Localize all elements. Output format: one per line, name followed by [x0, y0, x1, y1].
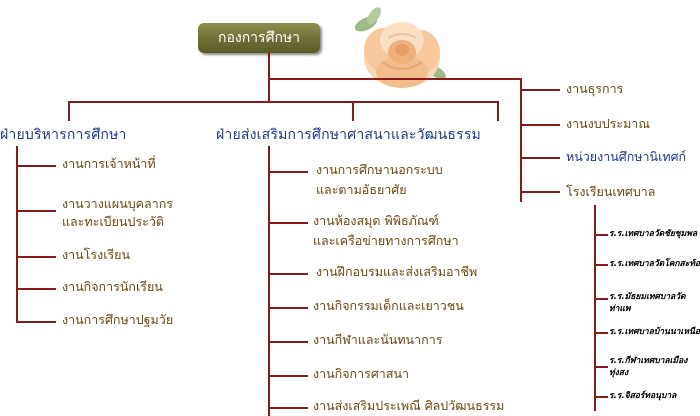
- school-item: ร.ร.เทศบาลวัดชัยชุมพล: [609, 229, 698, 239]
- admin-item: และทะเบียนประวัติ: [62, 214, 164, 229]
- promotion-tick-6: [268, 375, 308, 377]
- admin-item: งานโรงเรียน: [62, 247, 131, 262]
- connector-promotion-drop: [352, 101, 354, 121]
- school-item: ร.ร.จิสอร์ทอนุบาล: [609, 391, 677, 401]
- admin-tick-5: [16, 321, 56, 323]
- admin-item: งานวางแผนบุคลากร: [62, 196, 173, 211]
- promotion-tick-5: [268, 341, 308, 343]
- connector-right-branch: [268, 78, 522, 80]
- promotion-item: งานกิจการศาสนา: [313, 366, 410, 381]
- school-tick-4: [594, 332, 608, 334]
- rose-icon: [354, 7, 446, 88]
- school-item: ร.ร.กีฬาเทศบาลเมือง: [609, 356, 688, 366]
- school-tick-6: [594, 396, 608, 398]
- admin-spine: [16, 146, 18, 322]
- promotion-tick-3: [268, 273, 308, 275]
- right-spine: [520, 78, 522, 202]
- school-item: ร.ร.เทศบาลบ้านนาเหนือ: [609, 327, 700, 337]
- promotion-item: งานส่งเสริมประเพณี ศิลปวัฒนธรรม: [313, 398, 505, 413]
- school-item: ร.ร.เทศบาลวัดโคกสะท้อน: [609, 259, 700, 269]
- school-tick-1: [594, 234, 608, 236]
- admin-item: งานการศึกษาปฐมวัย: [62, 312, 174, 327]
- admin-item: งานกิจการนักเรียน: [62, 279, 163, 294]
- root-node: กองการศึกษา: [198, 23, 320, 53]
- school-item: ร.ร.มัธยมเทศบาลวัด: [609, 292, 686, 302]
- school-spine: [594, 205, 596, 411]
- school-item: ท่าแพ: [609, 304, 631, 314]
- promotion-tick-7: [268, 407, 308, 409]
- school-item: ทุ่งสง: [609, 368, 629, 378]
- promotion-tick-4: [268, 307, 308, 309]
- admin-tick-3: [16, 256, 56, 258]
- admin-tick-1: [16, 165, 56, 167]
- promotion-item: งานกิจกรรมเด็กและเยาวชน: [313, 298, 464, 313]
- promotion-branch-title: ฝ่ายส่งเสริมการศึกษาศาสนาและวัฒนธรรม: [216, 127, 481, 143]
- right-item: หน่วยงานศึกษานิเทศก์: [566, 149, 687, 164]
- right-tick-2: [520, 124, 560, 126]
- promotion-tick-2: [268, 222, 308, 224]
- connector-root-stem: [268, 78, 270, 102]
- right-tick-4: [520, 191, 560, 193]
- promotion-tick-1: [268, 171, 308, 173]
- promotion-spine: [268, 146, 270, 416]
- admin-item: งานการเจ้าหน้าที่: [62, 156, 156, 171]
- school-tick-2: [594, 264, 608, 266]
- promotion-item: งานการศึกษานอกระบบ: [316, 162, 443, 177]
- admin-branch-title: ฝ่ายบริหารการศึกษา: [0, 127, 127, 143]
- connector-root-down: [268, 53, 270, 79]
- right-tick-1: [520, 89, 560, 91]
- admin-tick-2: [16, 210, 56, 212]
- root-label: กองการศึกษา: [217, 30, 301, 46]
- right-item: โรงเรียนเทศบาล: [566, 184, 656, 199]
- admin-tick-4: [16, 288, 56, 290]
- school-tick-3: [594, 298, 608, 300]
- promotion-item: งานกีฬาและนันทนาการ: [313, 332, 443, 347]
- promotion-item: และตามอัธยาศัย: [316, 182, 407, 197]
- connector-admin-drop: [68, 101, 70, 121]
- connector-top-bar: [68, 101, 498, 103]
- right-item: งานธุรการ: [566, 81, 624, 96]
- right-tick-3: [520, 157, 560, 159]
- right-item: งานงบประมาณ: [566, 116, 650, 131]
- promotion-item: และเครือข่ายทางการศึกษา: [313, 233, 459, 248]
- promotion-item: งานฝึกอบรมและส่งเสริมอาชีพ: [316, 264, 478, 279]
- school-tick-5: [594, 366, 608, 368]
- connector-top-bar-end: [497, 101, 499, 121]
- promotion-item: งานห้องสมุด พิพิธภัณฑ์: [313, 213, 439, 228]
